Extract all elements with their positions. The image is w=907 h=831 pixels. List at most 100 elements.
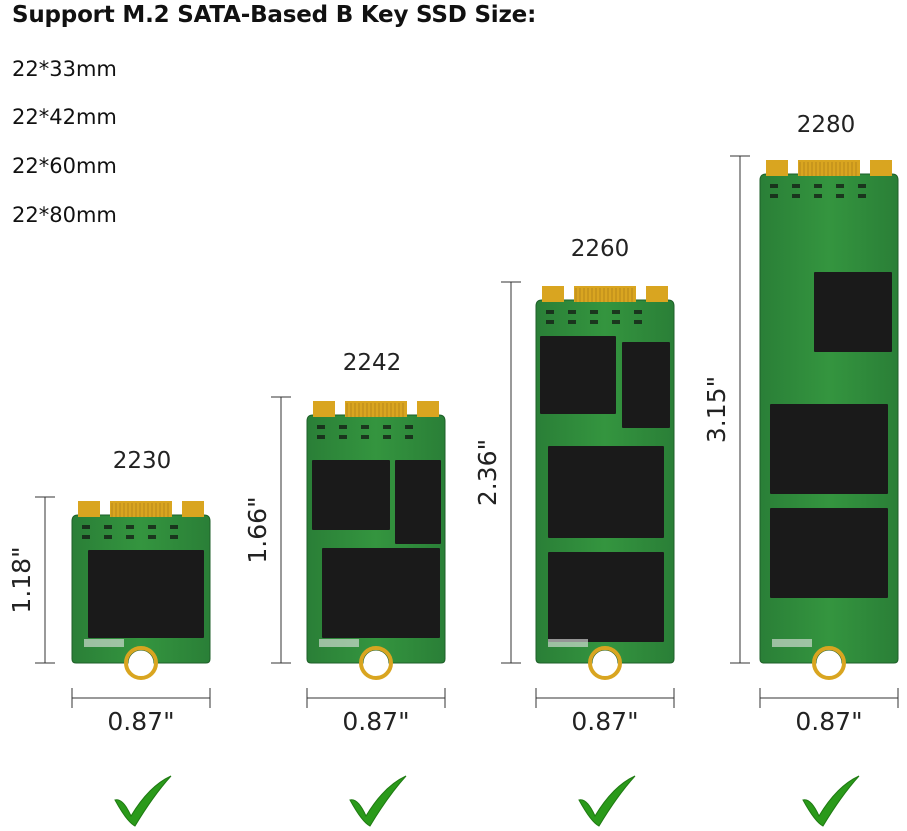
gold-finger-left	[313, 401, 335, 417]
smd-component	[82, 525, 90, 529]
screw-notch	[812, 646, 846, 680]
screw-notch	[359, 646, 393, 680]
smd-component	[170, 525, 178, 529]
length-label: 1.66"	[243, 496, 272, 563]
smd-component	[361, 435, 369, 439]
gold-finger-left	[766, 160, 788, 176]
gold-finger-left	[542, 286, 564, 302]
size-list-item: 22*80mm	[12, 203, 117, 227]
smd-component	[546, 310, 554, 314]
size-list-item: 22*33mm	[12, 57, 117, 81]
length-label: 1.18"	[7, 546, 36, 613]
smd-component	[82, 535, 90, 539]
screw-notch	[124, 646, 158, 680]
ssd-module-2280: 3.15" 0.87" 2280	[702, 112, 899, 827]
connector-fingers	[766, 160, 892, 176]
board-label	[548, 639, 588, 647]
page-title: Support M.2 SATA-Based B Key SSD Size:	[12, 2, 537, 28]
board-label	[319, 639, 359, 647]
smd-component	[405, 435, 413, 439]
width-dimension: 0.87"	[535, 688, 675, 736]
nand-chip	[814, 272, 892, 352]
length-label: 3.15"	[702, 376, 731, 443]
smd-component	[383, 435, 391, 439]
connector-fingers	[78, 501, 204, 517]
smd-component	[612, 310, 620, 314]
smd-component	[405, 425, 413, 429]
size-list-item: 22*42mm	[12, 105, 117, 129]
smd-component	[317, 435, 325, 439]
smd-component	[814, 184, 822, 188]
model-label: 2280	[797, 112, 856, 138]
smd-component	[612, 320, 620, 324]
gold-finger-right	[870, 160, 892, 176]
smd-component	[339, 425, 347, 429]
smd-component	[339, 435, 347, 439]
nand-chip	[622, 342, 670, 428]
gold-finger-right	[417, 401, 439, 417]
width-dimension: 0.87"	[306, 688, 446, 736]
smd-component	[836, 184, 844, 188]
width-label: 0.87"	[107, 707, 174, 736]
check-icon	[802, 775, 860, 827]
width-dimension: 0.87"	[71, 688, 211, 736]
length-label: 2.36"	[473, 439, 502, 506]
gold-finger-right	[182, 501, 204, 517]
width-label: 0.87"	[571, 707, 638, 736]
board-label	[84, 639, 124, 647]
smd-component	[836, 194, 844, 198]
smd-component	[317, 425, 325, 429]
nand-chip	[395, 460, 441, 544]
smd-component	[814, 194, 822, 198]
ssd-module-2230: 1.18" 0.87" 2230	[7, 448, 211, 827]
check-icon	[578, 775, 636, 827]
ssd-module-2242: 1.66" 0.87" 2242	[243, 350, 446, 827]
smd-component	[792, 184, 800, 188]
model-label: 2230	[113, 448, 172, 474]
nand-chip	[548, 446, 664, 538]
connector-fingers	[313, 401, 439, 417]
smd-component	[858, 184, 866, 188]
smd-component	[590, 310, 598, 314]
nand-chip	[312, 460, 390, 530]
length-dimension: 1.18"	[7, 496, 55, 664]
size-list-item: 22*60mm	[12, 154, 117, 178]
smd-component	[126, 535, 134, 539]
board-label	[772, 639, 812, 647]
smd-component	[590, 320, 598, 324]
smd-component	[361, 425, 369, 429]
nand-chip	[548, 552, 664, 642]
nand-chip	[540, 336, 616, 414]
gold-finger-middle	[110, 501, 172, 517]
gold-finger-middle	[345, 401, 407, 417]
smd-component	[858, 194, 866, 198]
length-dimension: 2.36"	[473, 281, 521, 664]
gold-finger-middle	[798, 160, 860, 176]
gold-finger-middle	[574, 286, 636, 302]
screw-notch	[588, 646, 622, 680]
smd-component	[568, 310, 576, 314]
nand-chip	[770, 404, 888, 494]
smd-component	[383, 425, 391, 429]
connector-fingers	[542, 286, 668, 302]
smd-component	[792, 194, 800, 198]
smd-component	[126, 525, 134, 529]
check-icon	[114, 775, 172, 827]
smd-component	[568, 320, 576, 324]
width-dimension: 0.87"	[759, 688, 899, 736]
model-label: 2260	[571, 236, 630, 262]
smd-component	[104, 525, 112, 529]
nand-chip	[770, 508, 888, 598]
model-label: 2242	[343, 350, 402, 376]
width-label: 0.87"	[342, 707, 409, 736]
smd-component	[148, 535, 156, 539]
ssd-module-2260: 2.36" 0.87" 2260	[473, 236, 675, 827]
smd-component	[546, 320, 554, 324]
length-dimension: 3.15"	[702, 155, 750, 664]
smd-component	[634, 320, 642, 324]
nand-chip	[88, 550, 204, 638]
gold-finger-right	[646, 286, 668, 302]
smd-component	[170, 535, 178, 539]
smd-component	[148, 525, 156, 529]
